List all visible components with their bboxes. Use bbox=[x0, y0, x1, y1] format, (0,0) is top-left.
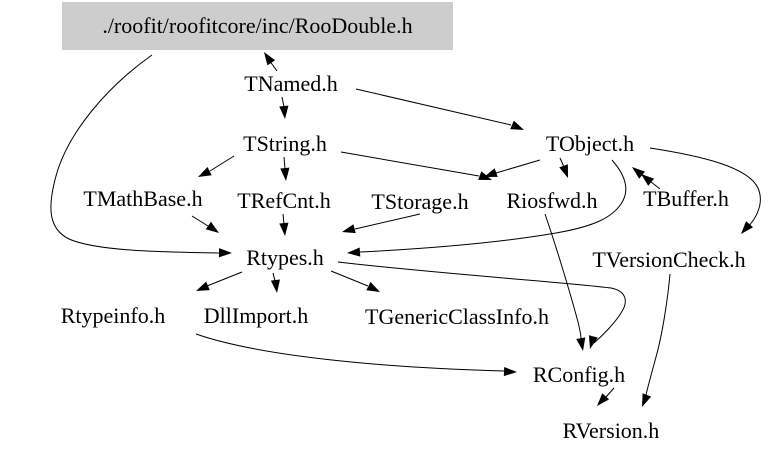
arrowhead-icon bbox=[196, 281, 210, 291]
arrowhead-icon bbox=[484, 168, 498, 177]
node-rconfig[interactable]: RConfig.h bbox=[532, 362, 626, 387]
arrowhead-icon bbox=[279, 222, 289, 236]
arrowhead-icon bbox=[588, 335, 598, 349]
arrowhead-icon bbox=[478, 171, 492, 180]
edge-line bbox=[495, 159, 541, 174]
node-tstring[interactable]: TString.h bbox=[243, 131, 327, 156]
node-dllimport[interactable]: DllImport.h bbox=[203, 303, 309, 328]
edge-line bbox=[330, 270, 369, 287]
arrowhead-icon bbox=[205, 221, 219, 233]
edge-tversioncheck-rversion bbox=[642, 273, 671, 407]
edge-tmathbase-rtypes bbox=[191, 215, 219, 233]
edge-tstorage-rtypes bbox=[342, 213, 421, 234]
edge-line bbox=[209, 155, 235, 172]
edge-trefcnt-rtypes bbox=[279, 213, 289, 236]
arrowhead-icon bbox=[503, 366, 517, 377]
node-tmathbase[interactable]: TMathBase.h bbox=[83, 186, 203, 211]
edge-line bbox=[50, 54, 221, 254]
arrowhead-icon bbox=[576, 337, 586, 351]
edge-line bbox=[355, 88, 512, 126]
edge-tobject-tstorage bbox=[484, 159, 541, 177]
node-tgenericclassinfo[interactable]: TGenericClassInfo.h bbox=[365, 304, 549, 329]
edge-tobject-rtypes bbox=[347, 159, 627, 257]
edge-roodouble-rtypes bbox=[50, 54, 232, 258]
node-rtypeinfo[interactable]: Rtypeinfo.h bbox=[60, 303, 166, 328]
edge-line bbox=[281, 96, 285, 108]
arrowhead-icon bbox=[641, 174, 654, 186]
edge-line bbox=[272, 272, 276, 282]
arrowhead-icon bbox=[347, 247, 361, 257]
arrowhead-icon bbox=[366, 281, 380, 292]
edge-rtypes-tgenericclassinfo bbox=[330, 270, 380, 292]
edge-tstring-tmathbase bbox=[198, 155, 235, 177]
node-trefcnt[interactable]: TRefCnt.h bbox=[237, 188, 331, 213]
edge-riosfwd-rconfig bbox=[544, 213, 586, 351]
edge-line bbox=[649, 147, 761, 230]
edge-line bbox=[283, 156, 286, 170]
node-tversioncheck[interactable]: TVersionCheck.h bbox=[592, 247, 746, 272]
edge-line bbox=[605, 387, 615, 398]
edge-tnamed-tobject bbox=[355, 88, 524, 130]
edge-tstring-trefcnt bbox=[280, 156, 290, 181]
arrowhead-icon bbox=[597, 393, 610, 406]
edge-line bbox=[559, 157, 565, 168]
edge-line bbox=[337, 261, 626, 344]
arrowhead-icon bbox=[280, 167, 290, 181]
node-riosfwd[interactable]: Riosfwd.h bbox=[506, 188, 598, 213]
node-rtypes[interactable]: Rtypes.h bbox=[246, 245, 324, 270]
arrowhead-icon bbox=[510, 120, 524, 130]
edge-tnamed-tstring bbox=[279, 96, 289, 119]
arrowhead-icon bbox=[342, 224, 356, 234]
node-tbuffer[interactable]: TBuffer.h bbox=[643, 186, 729, 211]
arrowhead-icon bbox=[270, 279, 280, 293]
arrowhead-icon bbox=[279, 105, 289, 119]
edge-line bbox=[645, 273, 671, 396]
arrowhead-icon bbox=[642, 393, 652, 407]
edge-tstring-riosfwd bbox=[340, 151, 492, 180]
edge-rtypeinfo-rconfig bbox=[195, 333, 517, 377]
edge-line bbox=[191, 215, 209, 227]
node-tstorage[interactable]: TStorage.h bbox=[371, 189, 469, 214]
edge-line bbox=[354, 213, 421, 230]
edge-line bbox=[340, 151, 480, 177]
node-tobject[interactable]: TObject.h bbox=[545, 131, 635, 156]
edge-rtypes-rconfig bbox=[337, 261, 626, 349]
node-roodouble-root: ./roofit/roofitcore/inc/RooDouble.h bbox=[62, 2, 453, 50]
edge-rconfig-rversion bbox=[597, 387, 615, 406]
node-tnamed[interactable]: TNamed.h bbox=[244, 71, 338, 96]
edge-line bbox=[544, 213, 582, 340]
edge-line bbox=[206, 271, 243, 287]
edge-line bbox=[282, 213, 285, 225]
arrowhead-icon bbox=[264, 52, 276, 66]
edge-line bbox=[195, 333, 505, 372]
arrowhead-icon bbox=[559, 164, 568, 178]
node-rversion[interactable]: RVersion.h bbox=[562, 418, 660, 443]
edge-tobject-riosfwd bbox=[559, 157, 568, 178]
edge-tobject-tversioncheck bbox=[649, 147, 761, 234]
arrowhead-icon bbox=[218, 248, 232, 258]
arrowhead-icon bbox=[198, 166, 212, 177]
edge-rtypes-dllimport bbox=[270, 272, 280, 293]
edge-rtypes-rtypeinfo bbox=[196, 271, 243, 291]
edge-line bbox=[359, 159, 627, 253]
arrowhead-icon bbox=[632, 167, 645, 179]
edge-tnamed-roodouble bbox=[264, 52, 278, 72]
edge-tbuffer-tobject bbox=[632, 167, 661, 190]
arrowhead-icon bbox=[741, 221, 754, 234]
